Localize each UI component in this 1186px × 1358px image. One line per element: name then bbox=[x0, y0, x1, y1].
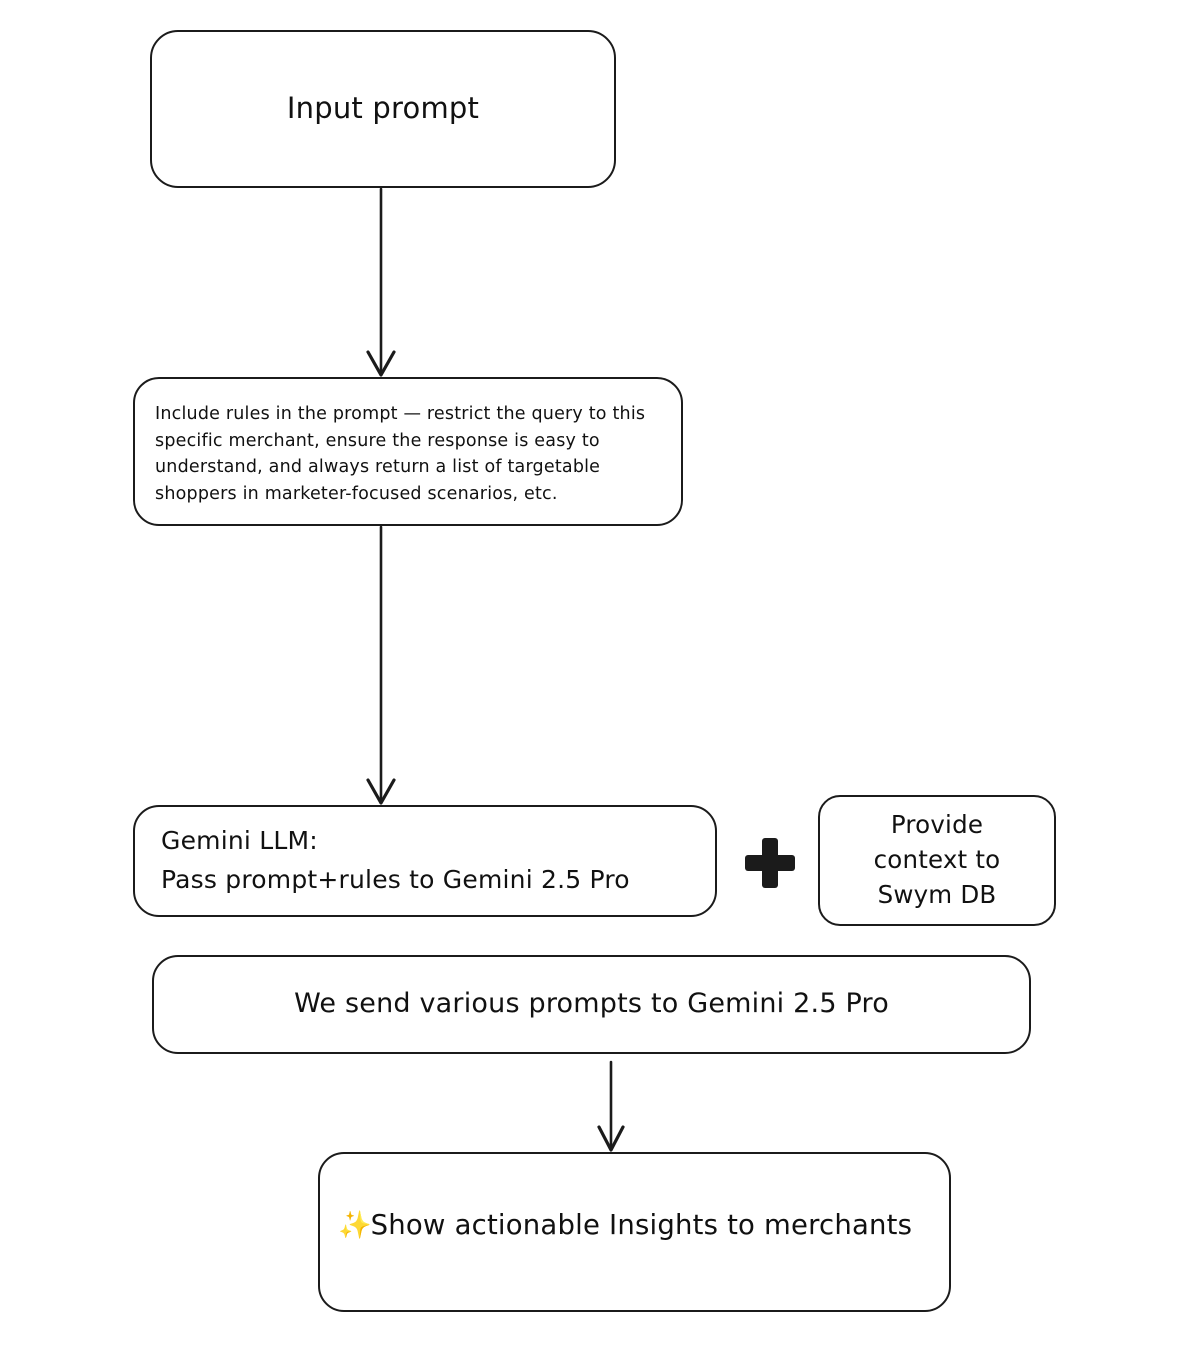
node-include-rules-label: Include rules in the prompt — restrict t… bbox=[155, 404, 646, 504]
node-gemini-llm-line2: Pass prompt+rules to Gemini 2.5 Pro bbox=[161, 865, 630, 894]
node-provide-context-text: Provide context to Swym DB bbox=[830, 808, 1044, 912]
node-show-insights-label: Show actionable Insights to merchants bbox=[370, 1209, 913, 1241]
node-provide-context-line2: context to bbox=[873, 845, 1001, 875]
node-send-prompts-label: We send various prompts to Gemini 2.5 Pr… bbox=[294, 988, 889, 1020]
node-input-prompt-label: Input prompt bbox=[286, 91, 480, 126]
node-show-insights-text: ✨Show actionable Insights to merchants bbox=[338, 1154, 931, 1245]
node-input-prompt[interactable]: Input prompt bbox=[150, 30, 616, 188]
node-show-insights[interactable]: ✨Show actionable Insights to merchants bbox=[318, 1152, 951, 1312]
node-provide-context-line1: Provide bbox=[890, 810, 984, 840]
node-gemini-llm-text: Gemini LLM: Pass prompt+rules to Gemini … bbox=[161, 822, 689, 900]
node-provide-context-swym-db[interactable]: Provide context to Swym DB bbox=[818, 795, 1056, 926]
sparkles-icon: ✨ bbox=[338, 1210, 372, 1241]
node-provide-context-line3: Swym DB bbox=[877, 879, 997, 909]
plus-icon bbox=[745, 838, 795, 888]
node-send-prompts[interactable]: We send various prompts to Gemini 2.5 Pr… bbox=[152, 955, 1031, 1054]
node-gemini-llm-line1: Gemini LLM: bbox=[161, 826, 318, 856]
node-include-rules[interactable]: Include rules in the prompt — restrict t… bbox=[133, 377, 683, 526]
node-gemini-llm[interactable]: Gemini LLM: Pass prompt+rules to Gemini … bbox=[133, 805, 717, 917]
